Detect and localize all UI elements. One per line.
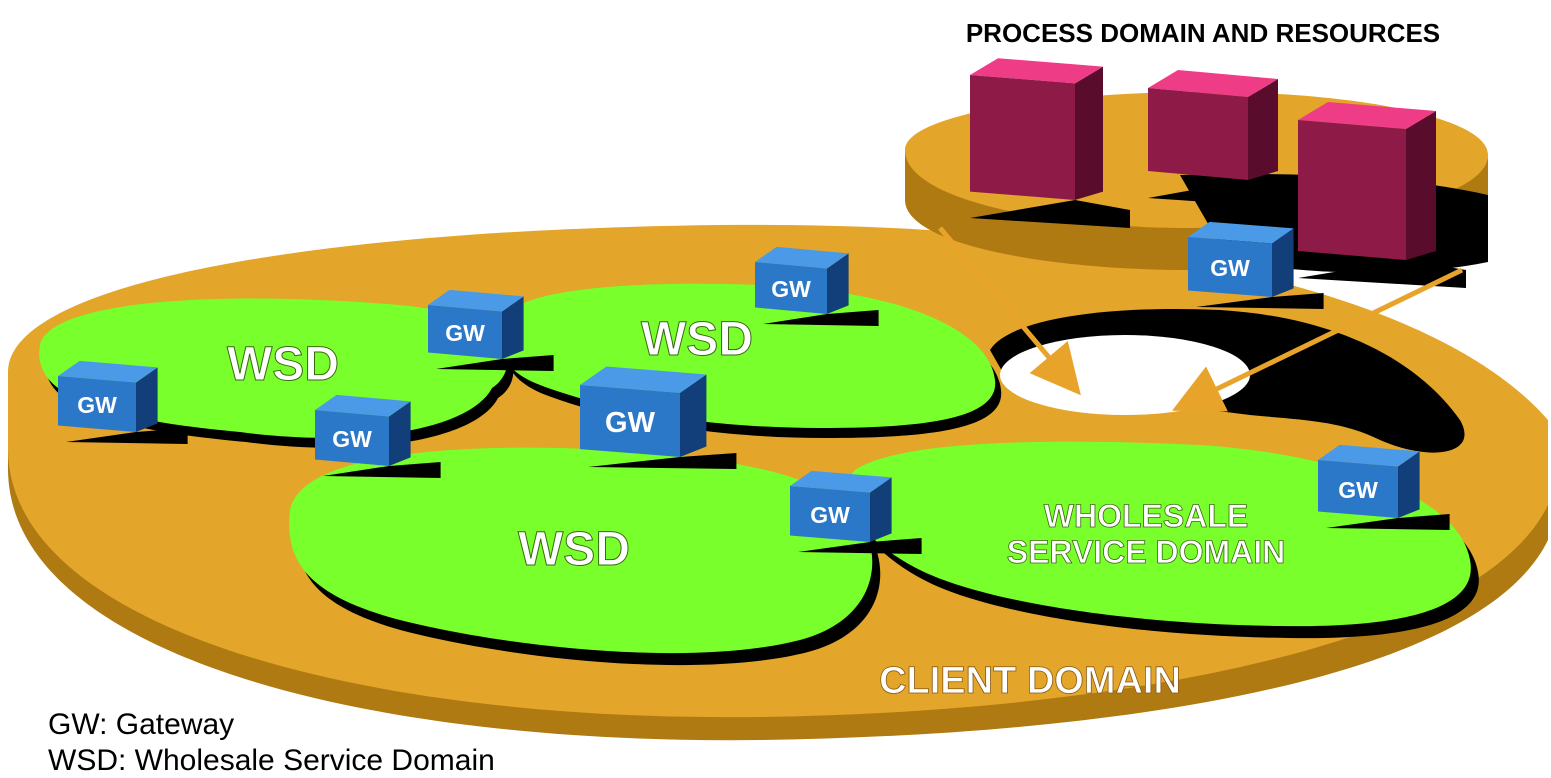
resource-top — [970, 58, 1103, 84]
gateway-side — [389, 401, 411, 466]
gateway-side — [1398, 451, 1420, 518]
wsd-label-bottom: WSD — [518, 523, 630, 576]
client-domain-label: CLIENT DOMAIN — [879, 660, 1181, 702]
gateway-top — [1188, 221, 1294, 244]
gateway-box: GW — [58, 360, 188, 444]
resource-shadow — [1148, 180, 1298, 208]
gateway-label: GW — [771, 276, 811, 302]
gateway-box: GW — [1318, 444, 1450, 530]
wsd-labels: WSD WSD WSD — [227, 313, 754, 577]
gateway-label: GW — [1210, 255, 1250, 281]
gateway-box: GW — [790, 470, 922, 554]
wsd-label-top: WSD — [641, 313, 753, 366]
gateway-shadow — [436, 355, 554, 371]
wholesale-domain — [846, 441, 1471, 627]
gateway-side — [136, 367, 158, 432]
resource-front — [970, 75, 1075, 200]
gateway-label: GW — [332, 426, 372, 452]
wsd-bottom — [289, 447, 873, 654]
resource-side — [1406, 111, 1436, 260]
gateway-shadow — [1196, 293, 1324, 309]
gateway-box: GW — [1188, 221, 1324, 309]
gateway-shadow — [588, 453, 737, 469]
resource-box — [1298, 102, 1466, 288]
gateway-front — [58, 376, 136, 432]
resource-front — [1148, 88, 1248, 180]
gateway-side — [1272, 228, 1294, 297]
gateways-group: GW GW GW GW GW GW GW GW — [58, 221, 1450, 554]
arrow-left — [938, 226, 1081, 396]
gateway-box: GW — [428, 289, 554, 371]
gateway-front — [315, 410, 389, 466]
gateway-box: GW — [580, 366, 737, 469]
gateway-top — [315, 394, 411, 417]
resource-side — [1248, 79, 1278, 180]
legend-gateway: GW: Gateway — [48, 708, 235, 741]
gateway-label: GW — [445, 320, 485, 346]
gateway-top — [580, 366, 707, 393]
gateway-label: GW — [605, 407, 656, 439]
resource-shadow — [1298, 260, 1466, 288]
arrows — [938, 226, 1464, 412]
gateway-shadow — [66, 428, 188, 444]
gateway-top — [790, 470, 892, 493]
gateway-front — [580, 385, 680, 457]
wholesale-label-line2: SERVICE DOMAIN — [1007, 534, 1286, 570]
gateway-shadow — [1326, 514, 1450, 530]
resource-front — [1298, 120, 1406, 260]
resources-group — [970, 58, 1466, 288]
legend-wsd: WSD: Wholesale Service Domain — [48, 744, 495, 777]
gateway-front — [1318, 460, 1398, 518]
gateway-side — [870, 477, 892, 542]
gateway-front — [790, 486, 870, 542]
arrow-right — [1172, 267, 1464, 412]
gateway-box: GW — [315, 394, 441, 478]
gateway-top — [755, 246, 849, 269]
gateway-label: GW — [810, 502, 850, 528]
gateway-top — [428, 289, 524, 312]
gateway-front — [1188, 237, 1272, 297]
gateway-label: GW — [77, 392, 117, 418]
gateway-side — [502, 296, 524, 359]
gateway-side — [827, 253, 849, 314]
gateway-top — [58, 360, 158, 383]
gateway-shadow — [323, 462, 441, 478]
resource-shadow — [970, 200, 1130, 228]
gateway-shadow — [763, 310, 879, 326]
process-domain-title: PROCESS DOMAIN AND RESOURCES — [966, 18, 1440, 48]
resource-box — [1148, 70, 1298, 208]
resource-box — [970, 58, 1130, 228]
wholesale-label-line1: WHOLESALE — [1044, 498, 1248, 534]
resource-top — [1148, 70, 1278, 97]
gateway-top — [1318, 444, 1420, 467]
gateway-front — [755, 262, 827, 314]
resource-side — [1075, 66, 1103, 200]
resource-top — [1298, 102, 1436, 129]
gateway-label: GW — [1338, 477, 1378, 503]
gateway-front — [428, 305, 502, 359]
wsd-label-left: WSD — [227, 338, 339, 391]
gateway-shadow — [798, 538, 922, 554]
gateway-side — [680, 374, 707, 457]
gateway-box: GW — [755, 246, 879, 326]
